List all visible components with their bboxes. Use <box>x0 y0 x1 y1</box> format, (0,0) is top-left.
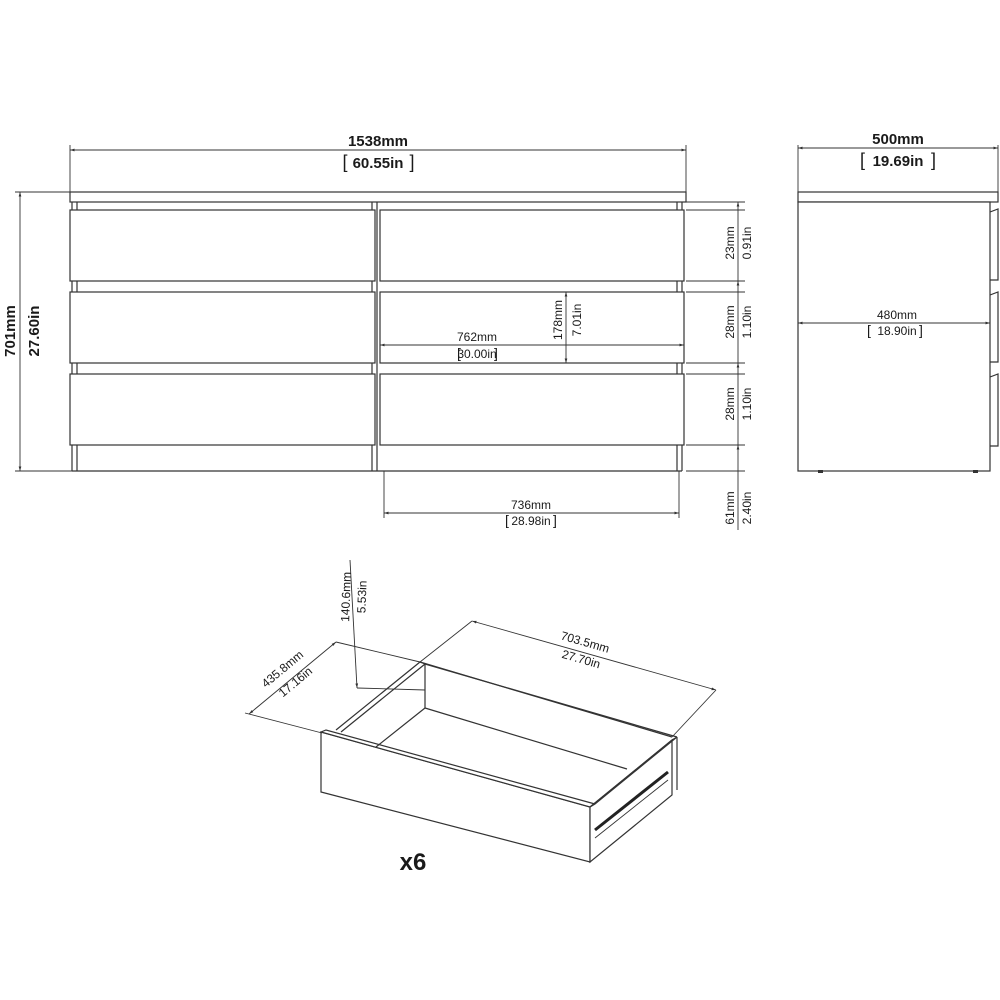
svg-text:]: ] <box>494 345 498 361</box>
svg-text:2.40in: 2.40in <box>740 492 754 525</box>
drawer-front <box>379 209 685 282</box>
drawer-isometric <box>319 661 678 864</box>
svg-text:]: ] <box>409 152 414 172</box>
svg-text:[: [ <box>457 345 461 361</box>
front-view-dresser <box>69 191 687 472</box>
svg-text:762mm: 762mm <box>457 330 497 344</box>
svg-text:30.00in: 30.00in <box>457 347 496 361</box>
svg-text:7.01in: 7.01in <box>570 304 584 337</box>
svg-text:27.60in: 27.60in <box>26 306 43 357</box>
svg-text:1.10in: 1.10in <box>740 306 754 339</box>
drawer-front <box>69 209 376 282</box>
svg-text:1538mm: 1538mm <box>348 133 408 150</box>
svg-text:736mm: 736mm <box>511 498 551 512</box>
svg-text:500mm: 500mm <box>872 131 924 148</box>
svg-text:28mm: 28mm <box>723 387 737 420</box>
svg-text:[: [ <box>342 152 347 172</box>
svg-text:140.6mm: 140.6mm <box>338 572 354 622</box>
svg-text:19.69in: 19.69in <box>873 153 924 170</box>
drawer-front <box>69 373 376 446</box>
svg-text:]: ] <box>919 322 923 338</box>
svg-text:0.91in: 0.91in <box>740 227 754 260</box>
drawer-front <box>379 291 685 364</box>
svg-text:5.53in: 5.53in <box>354 580 369 613</box>
drawer-front <box>69 291 376 364</box>
svg-text:28.98in: 28.98in <box>511 514 550 528</box>
svg-text:[: [ <box>867 322 871 338</box>
svg-text:]: ] <box>931 150 936 170</box>
svg-text:18.90in: 18.90in <box>877 324 916 338</box>
svg-text:[: [ <box>505 512 509 528</box>
svg-text:178mm: 178mm <box>551 300 565 340</box>
svg-text:]: ] <box>553 512 557 528</box>
side-view-dresser <box>797 191 999 473</box>
dimension-drawer-front: 762mm 30.00in [ ] 178mm 7.01in <box>380 292 684 363</box>
svg-text:60.55in: 60.55in <box>353 155 404 172</box>
svg-text:1.10in: 1.10in <box>740 388 754 421</box>
drawer-quantity: x6 <box>400 849 427 876</box>
dimension-gaps: 23mm 0.91in 28mm 1.10in 28mm 1.10in 61mm… <box>686 201 754 530</box>
svg-text:480mm: 480mm <box>877 308 917 322</box>
svg-text:61mm: 61mm <box>723 491 737 524</box>
svg-text:701mm: 701mm <box>2 305 19 357</box>
dimension-overall-height: 701mm 27.60in <box>2 191 72 472</box>
dimension-inner-width: 736mm 28.98in [ ] <box>383 471 680 528</box>
svg-text:28mm: 28mm <box>723 305 737 338</box>
dimension-side-depth: 500mm 19.69in [ ] 480mm 18.90in [ ] <box>797 131 999 338</box>
svg-text:[: [ <box>860 150 865 170</box>
dimension-overall-width: 1538mm 60.55in [ ] <box>69 133 687 192</box>
svg-text:23mm: 23mm <box>723 226 737 259</box>
drawer-front <box>379 373 685 446</box>
